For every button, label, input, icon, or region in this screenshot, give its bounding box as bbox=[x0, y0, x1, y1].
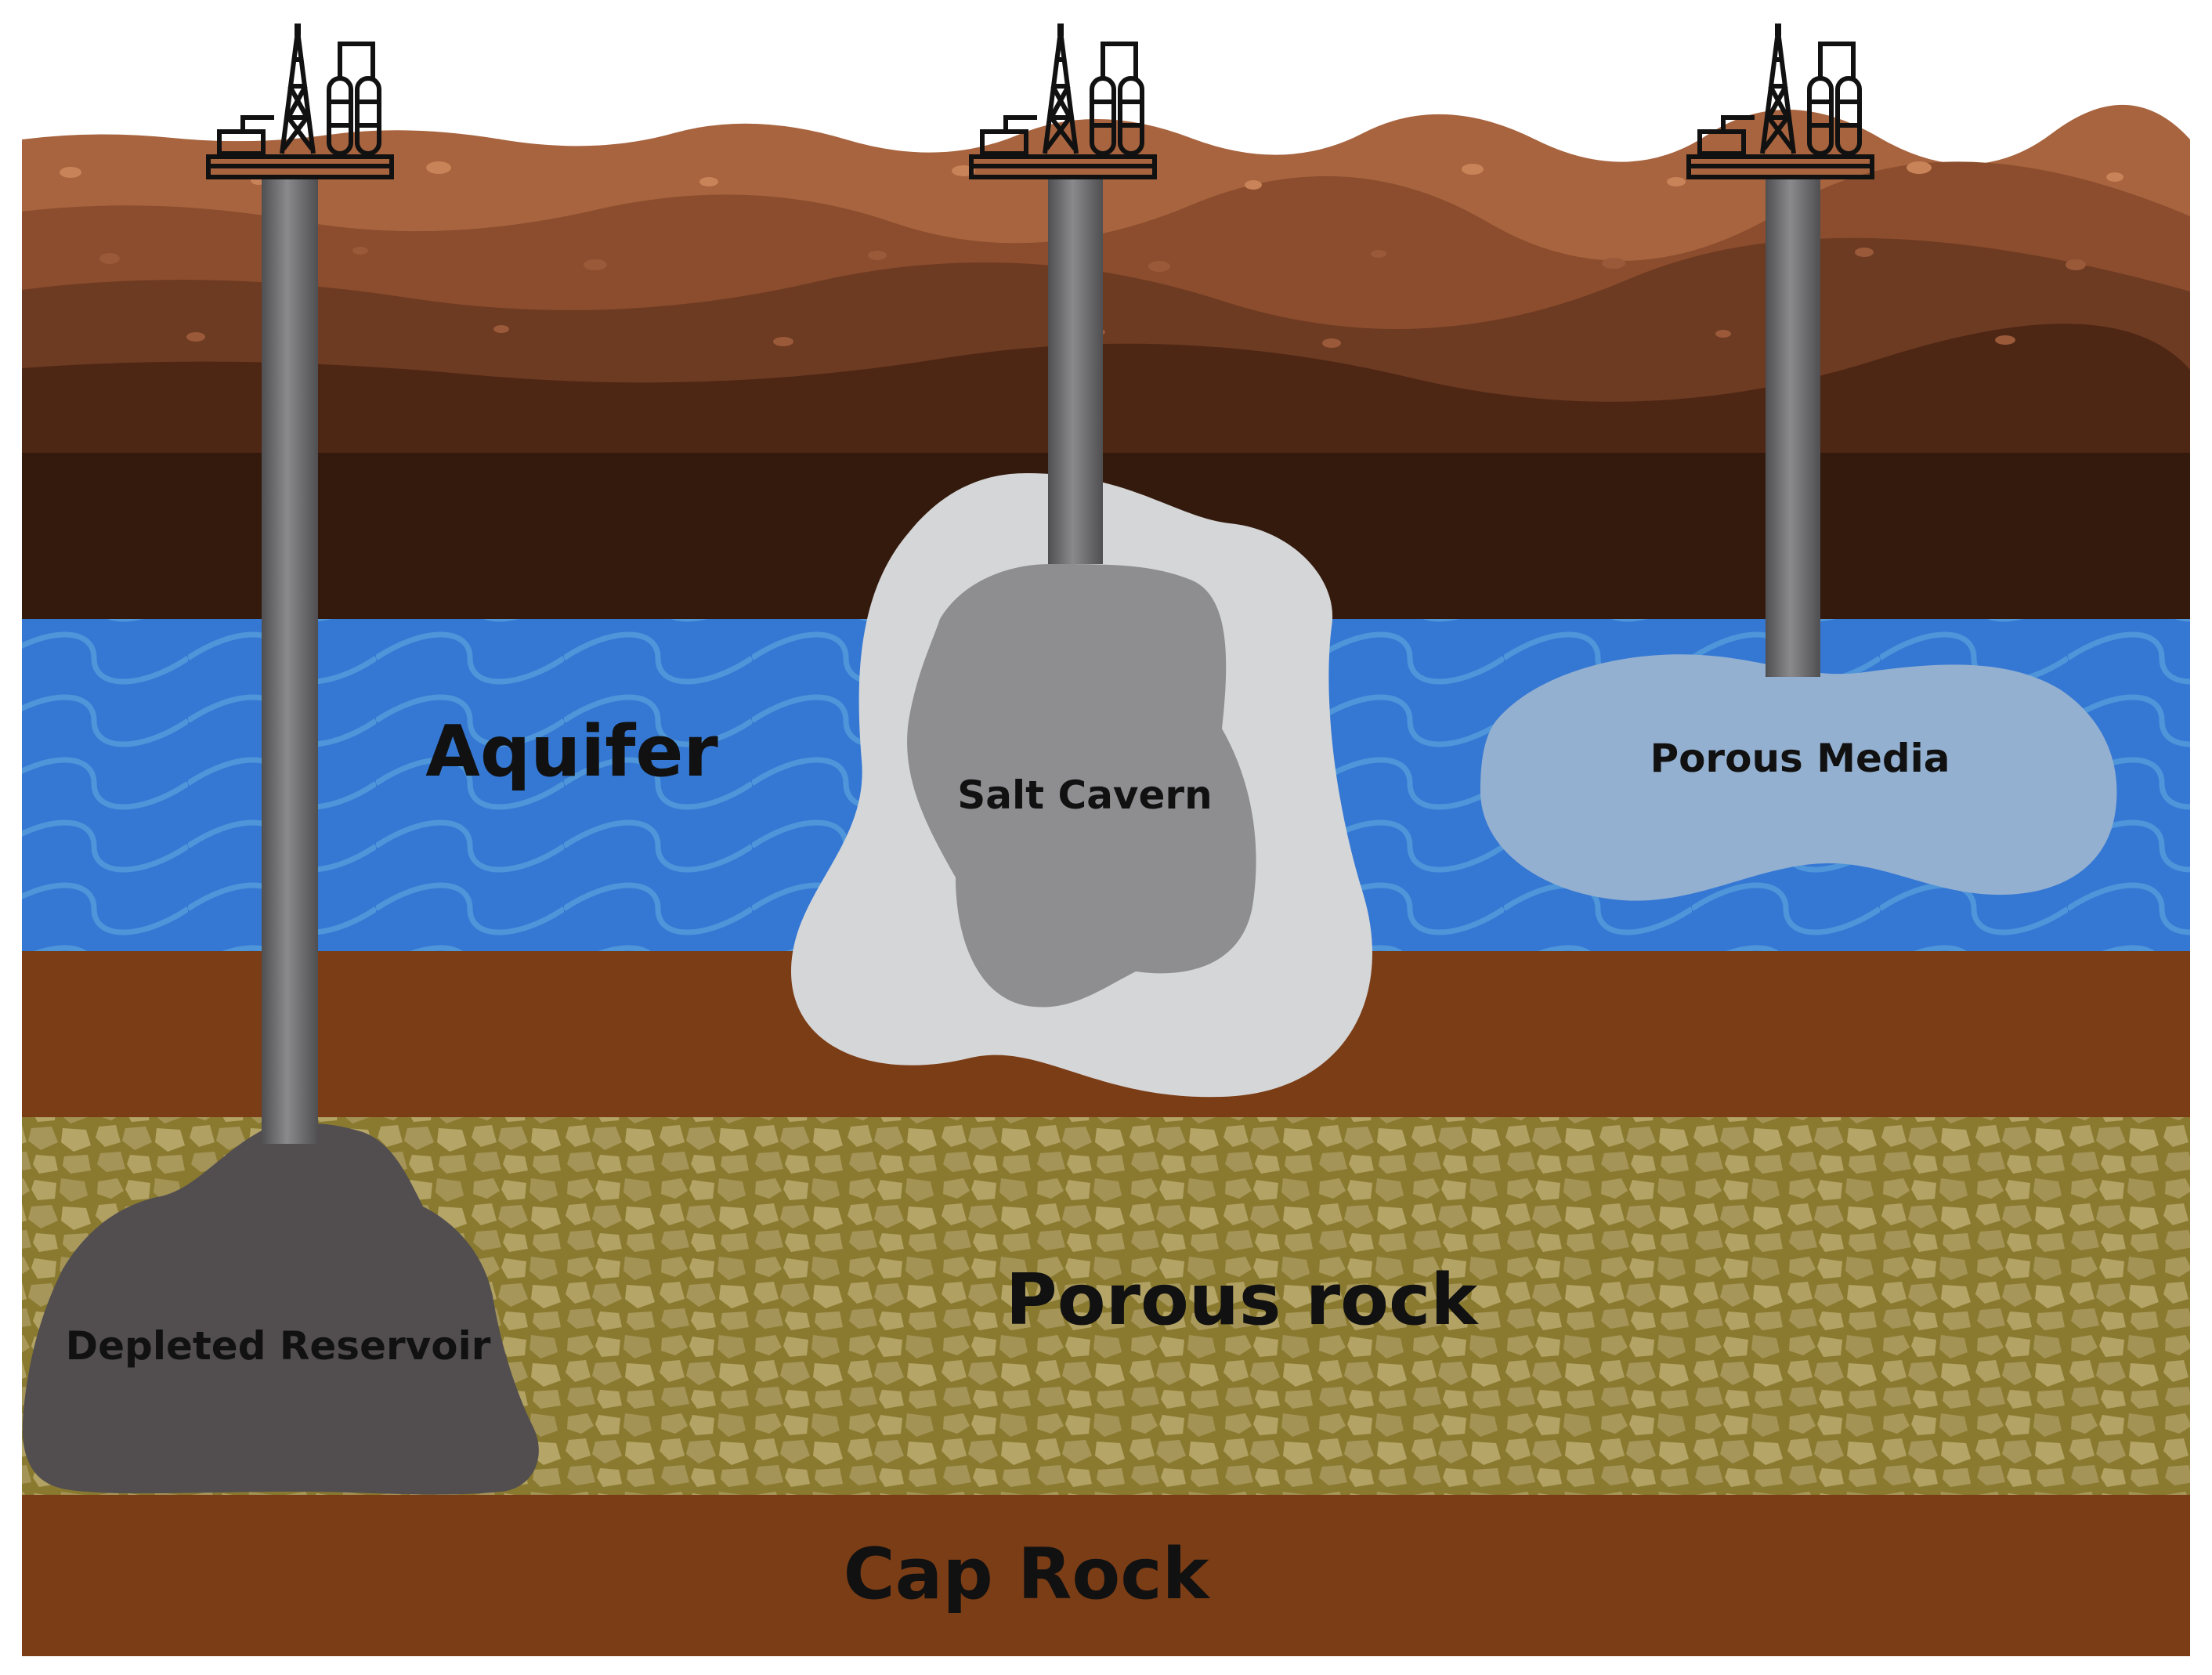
salt-cavern-label: Salt Cavern bbox=[957, 772, 1212, 818]
well-pipe-right bbox=[1766, 175, 1820, 677]
cap-rock-label: Cap Rock bbox=[844, 1533, 1211, 1615]
drilling-rig-center bbox=[969, 24, 1157, 179]
well-pipe-left bbox=[262, 175, 318, 1144]
well-pipes bbox=[262, 175, 1820, 1144]
porous-rock-label: Porous rock bbox=[1006, 1259, 1480, 1341]
salt-cavern-inner bbox=[907, 564, 1256, 1008]
aquifer-label: Aquifer bbox=[425, 711, 718, 793]
depleted-reservoir-body bbox=[22, 1123, 539, 1495]
drilling-rig-right bbox=[1686, 24, 1874, 179]
porous-media-label: Porous Media bbox=[1650, 736, 1950, 781]
cap-rock-layer bbox=[22, 1495, 2190, 1656]
porous-media-body bbox=[1480, 654, 2117, 901]
depleted-reservoir-label: Depleted Reservoir bbox=[66, 1323, 491, 1369]
drilling-rig-left bbox=[206, 24, 394, 179]
soil-pebbles bbox=[60, 161, 2123, 190]
well-pipe-center bbox=[1048, 175, 1103, 564]
